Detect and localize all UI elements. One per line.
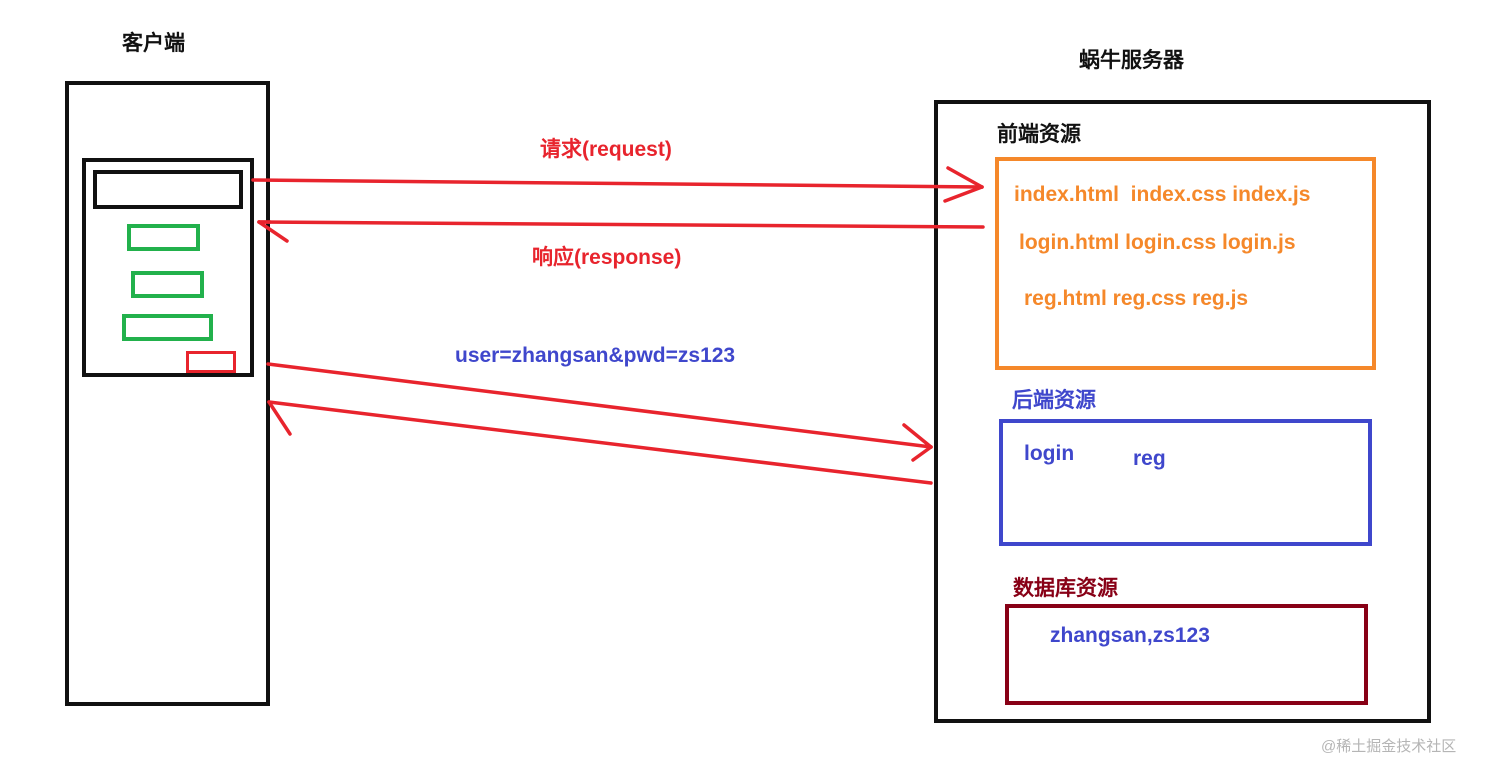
frontend-title: 前端资源	[997, 123, 1081, 146]
form-response-arrow	[267, 400, 933, 485]
backend-item-reg: reg	[1133, 447, 1166, 470]
database-record: zhangsan,zs123	[1050, 624, 1210, 647]
database-title: 数据库资源	[1013, 577, 1118, 600]
client-screen	[82, 158, 254, 377]
client-device	[65, 81, 270, 706]
backend-item-login: login	[1024, 442, 1075, 465]
backend-title: 后端资源	[1012, 389, 1096, 412]
server-title: 蜗牛服务器	[1079, 49, 1184, 72]
frontend-file-row-2: login.html login.css login.js	[1019, 231, 1296, 254]
response-label: 响应(response)	[532, 246, 682, 269]
database-box	[1005, 604, 1368, 705]
watermark: @稀土掘金技术社区	[1321, 738, 1457, 755]
request-arrow	[251, 166, 984, 203]
frontend-box	[995, 157, 1376, 370]
client-input-field-3	[122, 314, 213, 341]
form-data-label: user=zhangsan&pwd=zs123	[455, 344, 736, 367]
client-input-field-2	[131, 271, 204, 298]
response-arrow	[257, 220, 985, 243]
client-submit-button	[186, 351, 236, 373]
request-label: 请求(request)	[540, 138, 672, 161]
client-input-field-1	[127, 224, 200, 251]
backend-box	[999, 419, 1372, 546]
frontend-file-row-3: reg.html reg.css reg.js	[1024, 287, 1249, 310]
client-title: 客户端	[122, 32, 185, 55]
server-box	[934, 100, 1431, 723]
form-submit-arrow	[266, 362, 933, 462]
frontend-file-row-1: index.html index.css index.js	[1014, 183, 1311, 206]
client-url-bar	[93, 170, 243, 209]
